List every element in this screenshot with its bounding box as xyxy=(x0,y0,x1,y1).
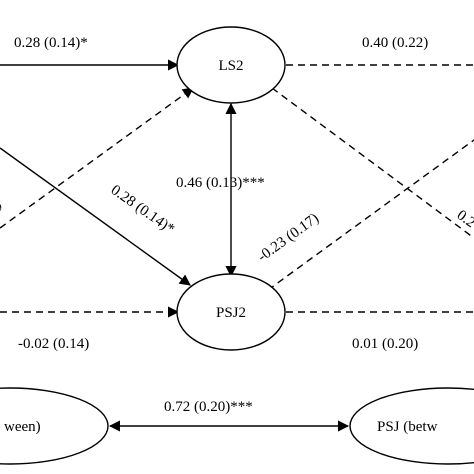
label-left-edge-partial: 2) xyxy=(0,196,4,216)
label-right-edge-partial: 0.2 xyxy=(454,207,474,231)
node-ls-between-label: ween) xyxy=(4,419,41,435)
edge-psj2-diag-up-right xyxy=(267,139,474,291)
edge-ls2-diag-down-right xyxy=(271,87,474,239)
label-psj2-diag-right: -0.23 (0.17) xyxy=(255,210,322,265)
node-psj-between-label: PSJ (betw xyxy=(377,419,438,435)
label-psj2-to-right: 0.01 (0.20) xyxy=(352,336,418,352)
label-to-ls2-left: 0.28 (0.14)* xyxy=(14,35,88,51)
edge-left-diag-down-to-psj2 xyxy=(0,147,191,286)
node-ls2-label: LS2 xyxy=(218,58,243,74)
node-psj2-label: PSJ2 xyxy=(216,305,246,321)
node-ls-between xyxy=(0,387,109,465)
edge-left-diag-up-to-ls2 xyxy=(0,87,194,229)
node-ls2 xyxy=(176,26,286,104)
label-ls2-to-right: 0.40 (0.22) xyxy=(362,35,428,51)
label-between-correlation: 0.72 (0.20)*** xyxy=(164,399,253,415)
node-psj-between xyxy=(349,387,474,465)
label-to-psj2-left: -0.02 (0.14) xyxy=(18,336,89,352)
label-psj2-to-ls2: 0.46 (0.13)*** xyxy=(176,175,265,191)
label-cross-to-psj2: 0.28 (0.14)* xyxy=(108,182,178,237)
node-psj2 xyxy=(176,273,286,351)
